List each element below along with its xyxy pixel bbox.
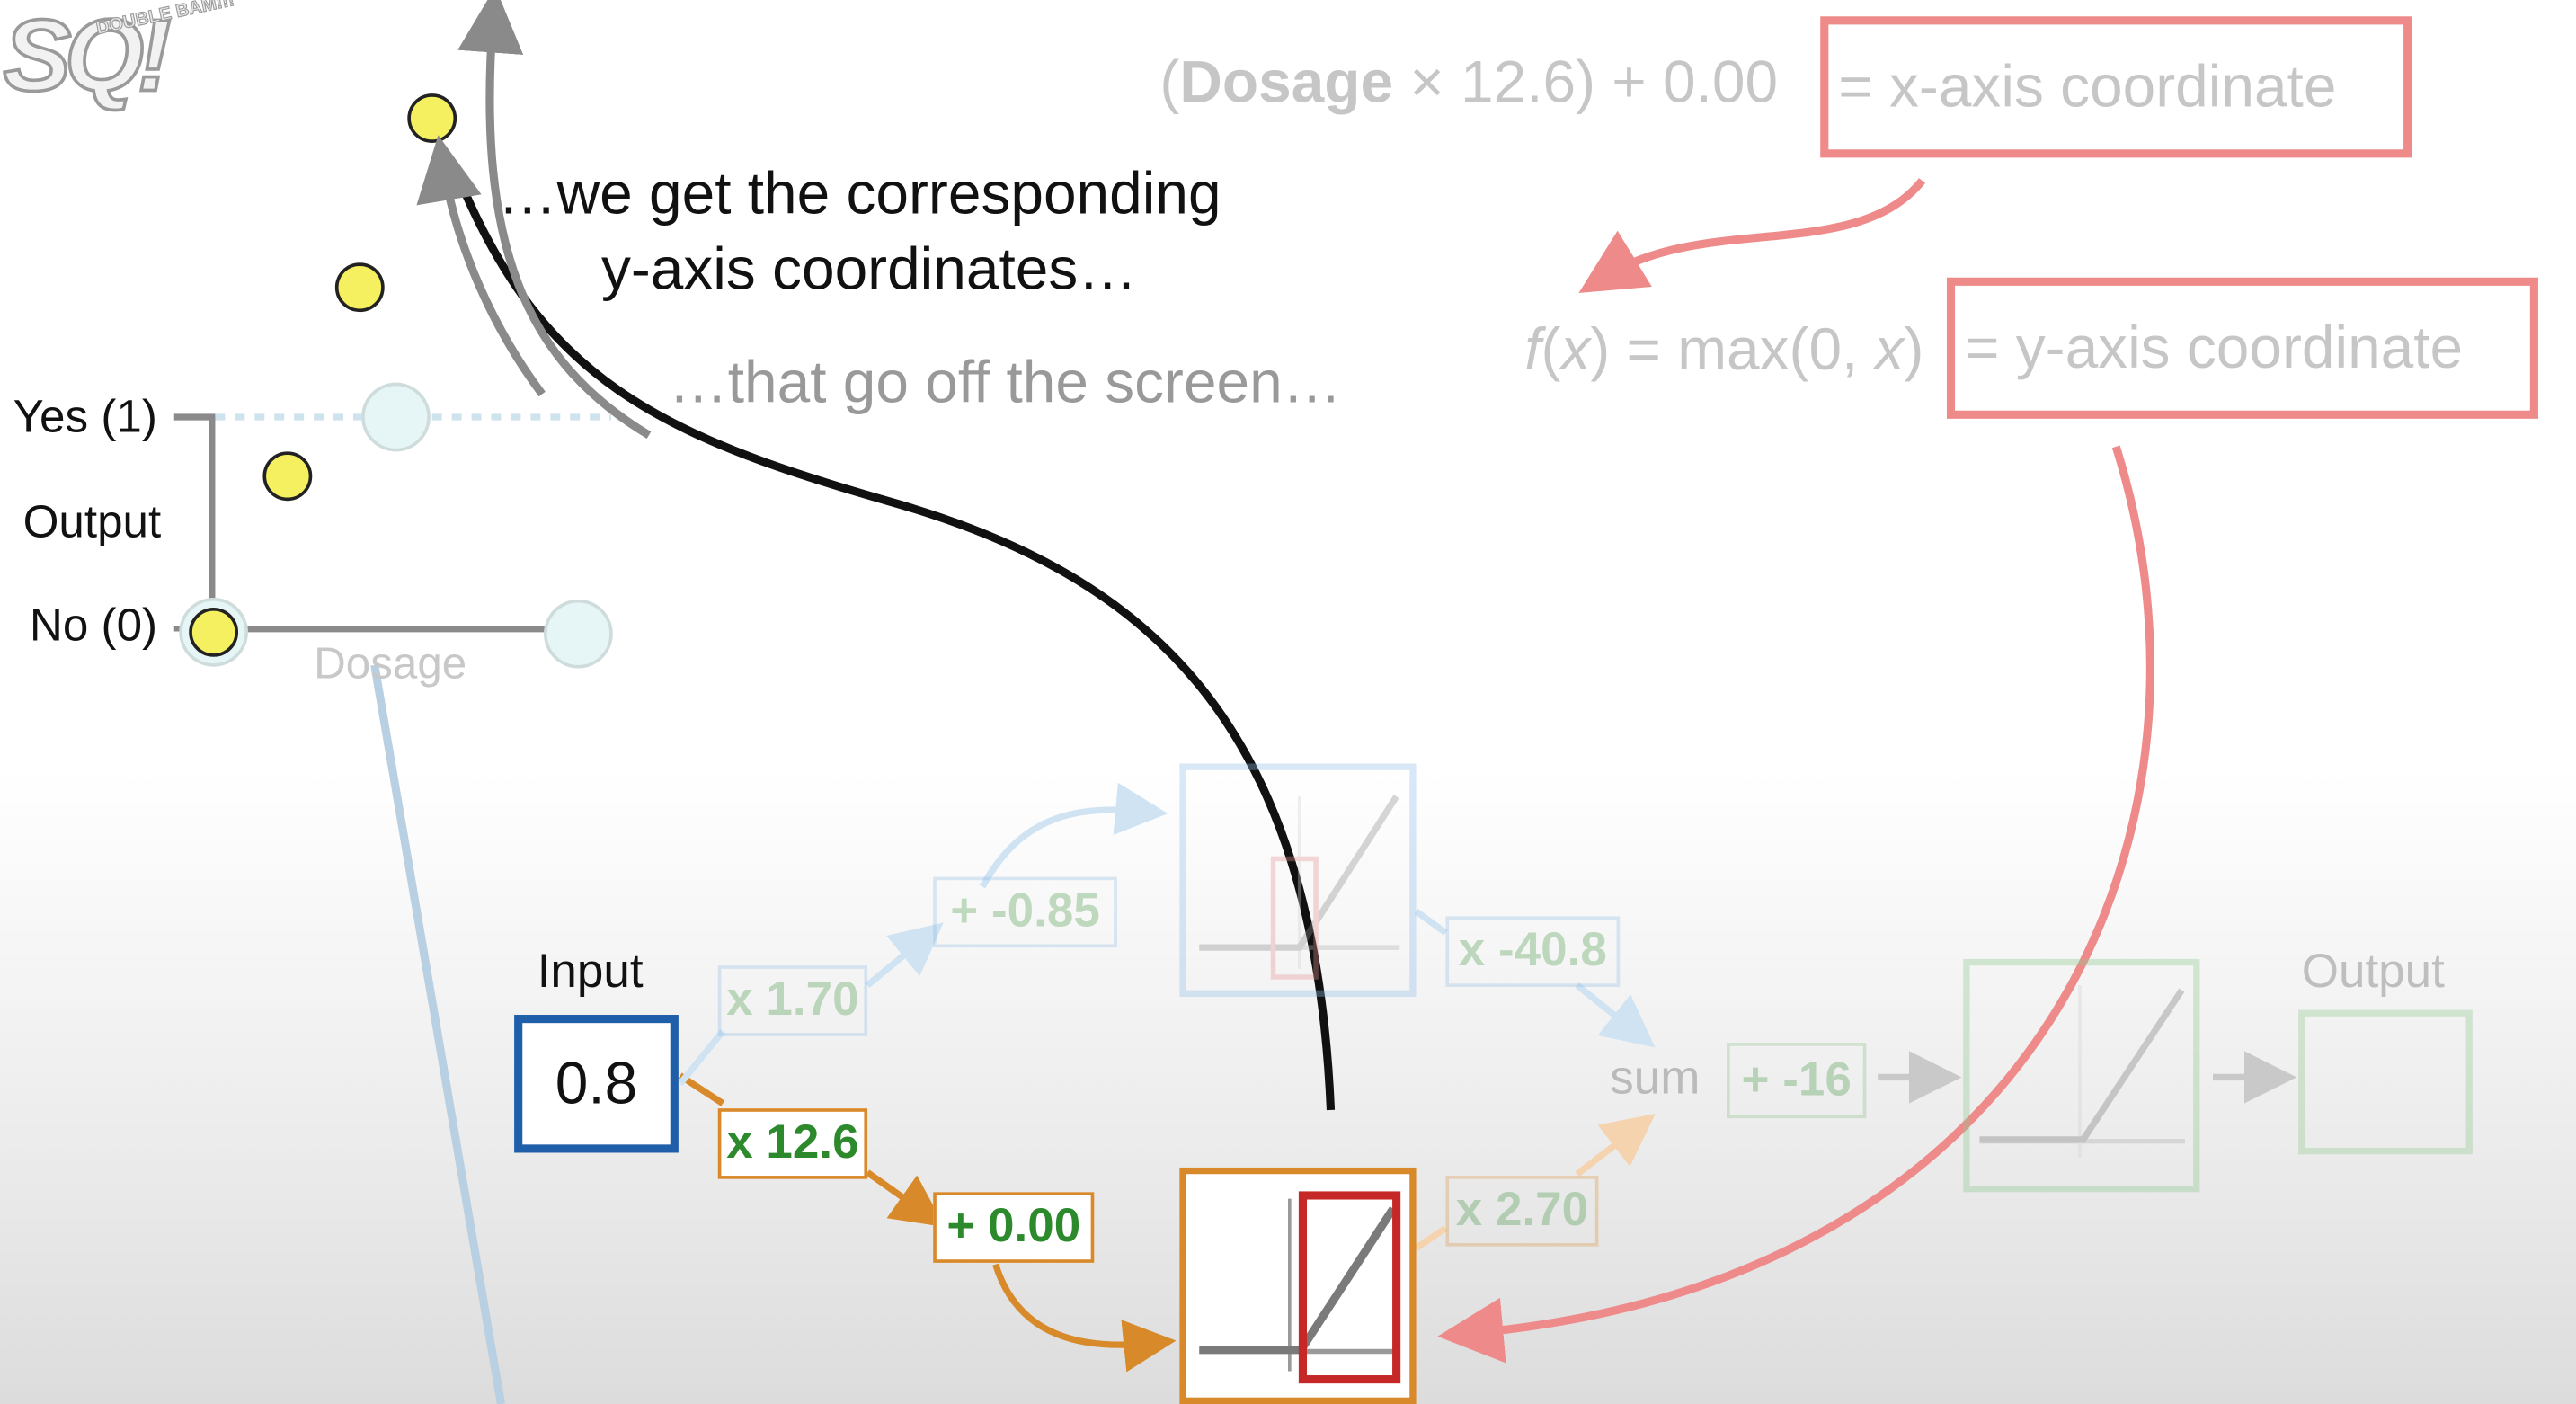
hollow-point-no [544, 599, 613, 669]
x-equation: (Dosage × 12.6) + 0.00 [1159, 47, 1779, 115]
faded-blue-line [370, 664, 505, 1404]
weight-bottom-out: x 2.70 [1445, 1176, 1599, 1247]
yellow-point-2 [334, 262, 385, 313]
faded-edge-3 [979, 782, 1168, 889]
y-equation: f(x) = max(0, x) [1524, 315, 1924, 383]
pink-arrow-big [1437, 445, 2154, 1364]
faded-edge-2 [865, 922, 944, 988]
annotation-line-1: …we get the corresponding [497, 159, 1221, 227]
bias-top: + -0.85 [933, 876, 1117, 948]
sum-label: sum [1610, 1053, 1701, 1106]
x-coordinate-box: = x-axis coordinate [1820, 16, 2412, 158]
weight-top-out: x -40.8 [1445, 916, 1621, 987]
yellow-point-1 [262, 451, 313, 502]
orange-edge-weight [865, 1169, 946, 1228]
graph-no-label: No (0) [29, 599, 158, 651]
faded-activation-top [1179, 763, 1417, 997]
input-label: Input [537, 946, 644, 999]
orange-edge-bias [992, 1263, 1177, 1373]
gray-arrow-2 [416, 135, 546, 397]
input-value-box: 0.8 [514, 1015, 679, 1153]
pink-arrow-top [1578, 178, 1926, 293]
faded-edge-4 [1414, 908, 1448, 936]
faded-edge-5 [1575, 982, 1656, 1048]
logo-text: SQ! [2, 0, 173, 114]
y-coordinate-box: = y-axis coordinate [1946, 277, 2538, 419]
network-output-label: Output [2301, 946, 2445, 999]
faded-activation-output [1963, 958, 2473, 1193]
bias-bottom: + 0.00 [933, 1192, 1095, 1263]
logo: SQ! [2, 4, 173, 110]
weight-top: x 1.70 [717, 965, 868, 1036]
graph-x-label: Dosage [314, 638, 467, 689]
faded-edge-7 [1575, 1114, 1656, 1177]
yellow-point-3 [407, 93, 457, 143]
hollow-point-yes [361, 382, 431, 452]
yellow-point-origin [189, 607, 239, 657]
annotation-line-2: y-axis coordinates… [600, 235, 1138, 303]
activation-plot-main [1179, 1167, 1417, 1404]
x-eq-dosage: Dosage [1179, 47, 1394, 115]
annotation-offscreen: …that go off the screen… [668, 348, 1342, 416]
graph-yes-label: Yes (1) [13, 390, 157, 442]
graph-output-label: Output [22, 495, 162, 547]
faded-edge-6 [1414, 1225, 1448, 1251]
sum-bias: + -16 [1727, 1043, 1867, 1119]
faded-edge-1 [677, 1028, 726, 1087]
weight-bottom: x 12.6 [717, 1108, 868, 1179]
black-arc [456, 179, 1336, 1111]
gray-arrow-1 [457, 0, 652, 440]
